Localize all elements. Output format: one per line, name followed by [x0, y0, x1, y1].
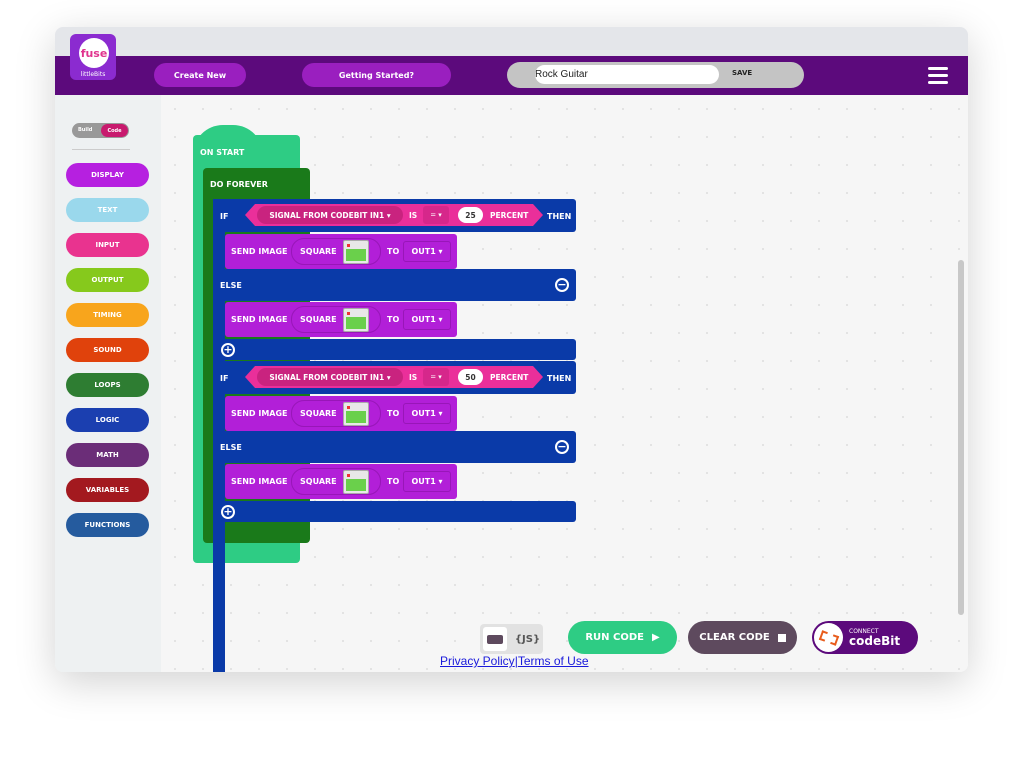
condition-block[interactable]: SIGNAL FROM CODEBIT IN1 ▾ IS = ▾ 50 PERC…	[245, 366, 543, 388]
save-button[interactable]: SAVE	[732, 69, 753, 77]
category-text[interactable]: TEXT	[66, 198, 149, 222]
minus-icon[interactable]: −	[555, 440, 569, 454]
output-dropdown[interactable]: OUT1 ▾	[403, 403, 451, 424]
footer-links: Privacy Policy|Terms of Use	[440, 654, 589, 668]
output-dropdown[interactable]: OUT1 ▾	[403, 471, 451, 492]
send-image-block[interactable]: SEND IMAGE SQUARE TO OUT1 ▾	[225, 396, 457, 431]
image-selector[interactable]	[291, 306, 381, 333]
terms-of-use-link[interactable]: Terms of Use	[517, 654, 589, 668]
js-view-toggle[interactable]: {JS}	[480, 624, 543, 654]
build-code-toggle[interactable]: Build Code	[72, 123, 129, 138]
image-selector[interactable]	[291, 468, 381, 495]
category-timing[interactable]: TIMING	[66, 303, 149, 327]
category-functions[interactable]: FUNCTIONS	[66, 513, 149, 537]
send-image-block[interactable]: SEND IMAGE SQUARE TO OUT1 ▾	[225, 302, 457, 337]
condition-block[interactable]: SIGNAL FROM CODEBIT IN1 ▾ IS = ▾ 25 PERC…	[245, 204, 543, 226]
output-dropdown[interactable]: OUT1 ▾	[403, 241, 451, 262]
getting-started-button[interactable]: Getting Started?	[302, 63, 451, 87]
create-new-button[interactable]: Create New	[154, 63, 246, 87]
category-output[interactable]: OUTPUT	[66, 268, 149, 292]
category-loops[interactable]: LOOPS	[66, 373, 149, 397]
image-thumbnail[interactable]	[343, 308, 369, 332]
output-dropdown[interactable]: OUT1 ▾	[403, 309, 451, 330]
image-thumbnail[interactable]	[343, 402, 369, 426]
clear-code-button[interactable]: CLEAR CODE	[688, 621, 797, 654]
category-variables[interactable]: VARIABLES	[66, 478, 149, 502]
category-sound[interactable]: SOUND	[66, 338, 149, 362]
image-selector[interactable]	[291, 400, 381, 427]
value-input[interactable]: 50	[458, 369, 483, 385]
play-icon: ▶	[651, 632, 660, 643]
browser-window: Create New Getting Started? SAVE fuse li…	[55, 27, 968, 672]
plus-icon[interactable]: +	[221, 343, 235, 357]
divider	[72, 149, 130, 150]
save-bar: SAVE	[507, 62, 804, 88]
category-display[interactable]: DISPLAY	[66, 163, 149, 187]
blocks-icon	[482, 627, 507, 651]
vertical-scrollbar[interactable]	[958, 260, 964, 615]
operator-dropdown[interactable]: = ▾	[423, 368, 449, 386]
signal-dropdown[interactable]: SIGNAL FROM CODEBIT IN1 ▾	[257, 368, 403, 386]
menu-icon[interactable]	[928, 67, 948, 85]
stop-icon	[777, 633, 786, 642]
plus-icon[interactable]: +	[221, 505, 235, 519]
send-image-block[interactable]: SEND IMAGE SQUARE TO OUT1 ▾	[225, 464, 457, 499]
value-input[interactable]: 25	[458, 207, 483, 223]
fuse-logo[interactable]: fuse littleBits	[70, 34, 116, 80]
codebit-icon	[814, 623, 843, 652]
image-thumbnail[interactable]	[343, 470, 369, 494]
app-header: Create New Getting Started? SAVE	[55, 56, 968, 95]
image-thumbnail[interactable]	[343, 240, 369, 264]
send-image-block[interactable]: SEND IMAGE SQUARE TO OUT1 ▾	[225, 234, 457, 269]
category-logic[interactable]: LOGIC	[66, 408, 149, 432]
block-category-sidebar: Build Code DISPLAY TEXT INPUT OUTPUT TIMING S…	[55, 95, 161, 672]
category-input[interactable]: INPUT	[66, 233, 149, 257]
signal-dropdown[interactable]: SIGNAL FROM CODEBIT IN1 ▾	[257, 206, 403, 224]
project-name-input[interactable]	[535, 65, 719, 84]
minus-icon[interactable]: −	[555, 278, 569, 292]
title-bar	[55, 27, 968, 56]
run-code-button[interactable]: RUN CODE▶	[568, 621, 677, 654]
image-selector[interactable]	[291, 238, 381, 265]
operator-dropdown[interactable]: = ▾	[423, 206, 449, 224]
privacy-policy-link[interactable]: Privacy Policy	[440, 654, 515, 668]
category-math[interactable]: MATH	[66, 443, 149, 467]
